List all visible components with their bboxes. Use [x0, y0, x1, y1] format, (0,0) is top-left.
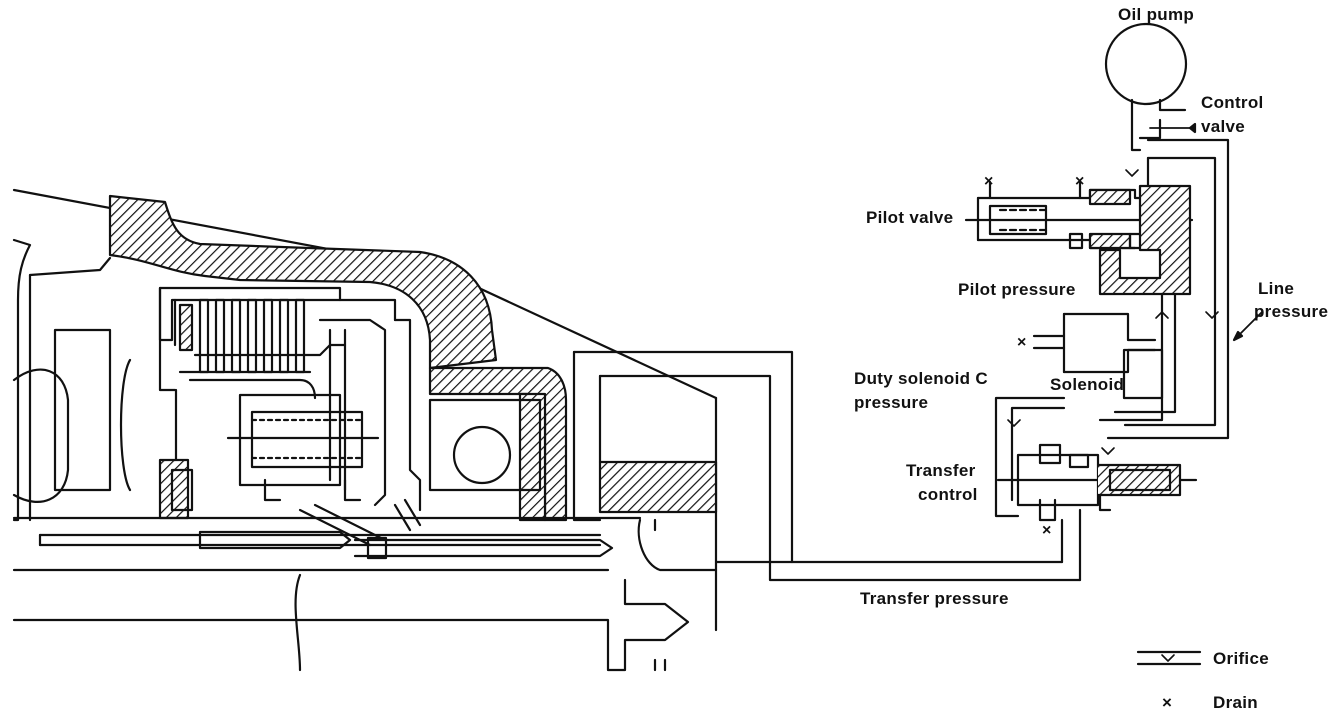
- hydraulic-circuit: [964, 22, 1263, 666]
- legend-drain-label: Drain: [1213, 693, 1258, 712]
- legend-drain-symbol: ×: [1162, 693, 1173, 712]
- pilot-valve-label: Pilot valve: [866, 208, 954, 227]
- pilot-valve-drain-mark-1: ×: [984, 173, 994, 190]
- oil-pump-label: Oil pump: [1118, 5, 1195, 24]
- control-valve-label-line1: Control: [1201, 93, 1264, 112]
- legend-orifice-label: Orifice: [1213, 649, 1269, 668]
- line-pressure-label-line1: Line: [1258, 279, 1295, 298]
- transfer-control-drain-mark: ×: [1042, 522, 1052, 539]
- solenoid-label: Solenoid: [1050, 375, 1125, 394]
- transfer-clutch-section: [12, 188, 1082, 672]
- pilot-valve-drain-mark-2: ×: [1075, 173, 1085, 190]
- transfer-control-label-line2: control: [918, 485, 978, 504]
- solenoid-drain-mark: ×: [1017, 334, 1027, 351]
- pilot-pressure-label: Pilot pressure: [958, 280, 1076, 299]
- transfer-control-label-line1: Transfer: [906, 461, 976, 480]
- duty-solenoid-label-line1: Duty solenoid C: [854, 369, 988, 388]
- duty-solenoid-label-line2: pressure: [854, 393, 929, 412]
- transfer-pressure-label: Transfer pressure: [860, 589, 1009, 608]
- control-valve-label-line2: valve: [1201, 117, 1246, 136]
- line-pressure-label-line2: pressure: [1254, 302, 1329, 321]
